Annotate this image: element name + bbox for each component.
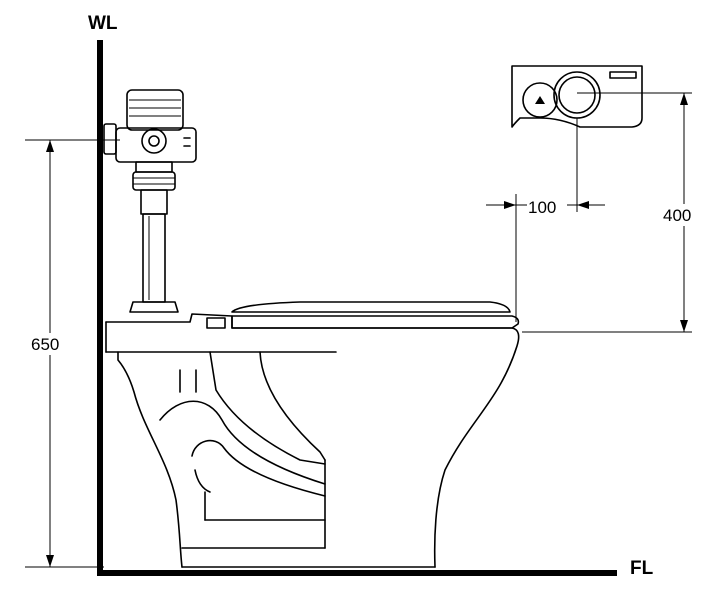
dimension-650: 650 — [25, 139, 120, 568]
sensor-window — [553, 71, 601, 119]
sensor-button — [522, 82, 558, 118]
floor-label: FL — [630, 558, 654, 579]
dimension-label-650: 650 — [31, 335, 59, 354]
flush-valve — [103, 89, 197, 313]
flush-sensor — [511, 65, 643, 128]
floor-line — [97, 570, 617, 576]
dimension-100: 100 — [486, 118, 605, 322]
toilet-seat — [231, 301, 520, 329]
wall-line — [97, 40, 103, 576]
dimension-label-100: 100 — [528, 198, 556, 217]
triangle-icon — [535, 96, 545, 104]
dimension-400: 400 — [522, 92, 702, 333]
wall-label: WL — [88, 13, 118, 34]
toilet-bowl — [105, 313, 520, 568]
dimension-label-400: 400 — [663, 206, 691, 225]
